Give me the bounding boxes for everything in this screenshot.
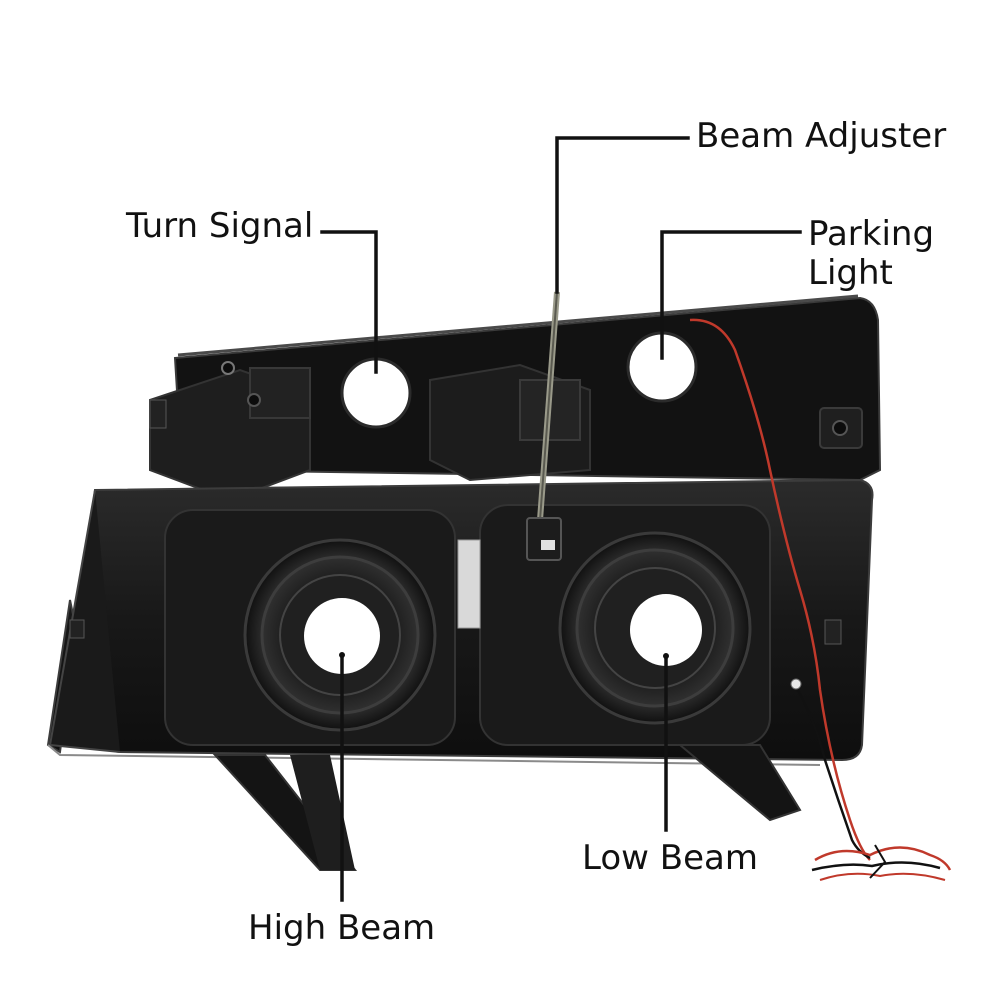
callout-leader-lines bbox=[320, 136, 802, 902]
low-beam-label: Low Beam bbox=[582, 838, 758, 878]
low-beam-leader-dot bbox=[663, 653, 669, 659]
beam-adjuster-label: Beam Adjuster bbox=[696, 116, 947, 156]
wiring-harness bbox=[689, 318, 952, 881]
high-beam-projector bbox=[243, 538, 437, 732]
turn-signal-leader bbox=[320, 230, 378, 374]
low-beam-projector bbox=[558, 531, 752, 725]
high-beam-bulb-opening bbox=[304, 598, 380, 674]
turn-signal-label: Turn Signal bbox=[126, 206, 314, 246]
parking-light-label-line2: Light bbox=[808, 253, 893, 293]
high-beam-label: High Beam bbox=[248, 908, 436, 948]
beam-adjuster-leader bbox=[555, 136, 690, 294]
low-beam-bulb-opening bbox=[630, 594, 702, 666]
parking-light-label-line1: Parking bbox=[808, 214, 935, 254]
high-beam-leader-dot bbox=[339, 652, 345, 658]
beam-adjuster-rod bbox=[526, 291, 562, 561]
parking-light-leader bbox=[660, 230, 802, 360]
headlight-housing bbox=[46, 294, 882, 871]
